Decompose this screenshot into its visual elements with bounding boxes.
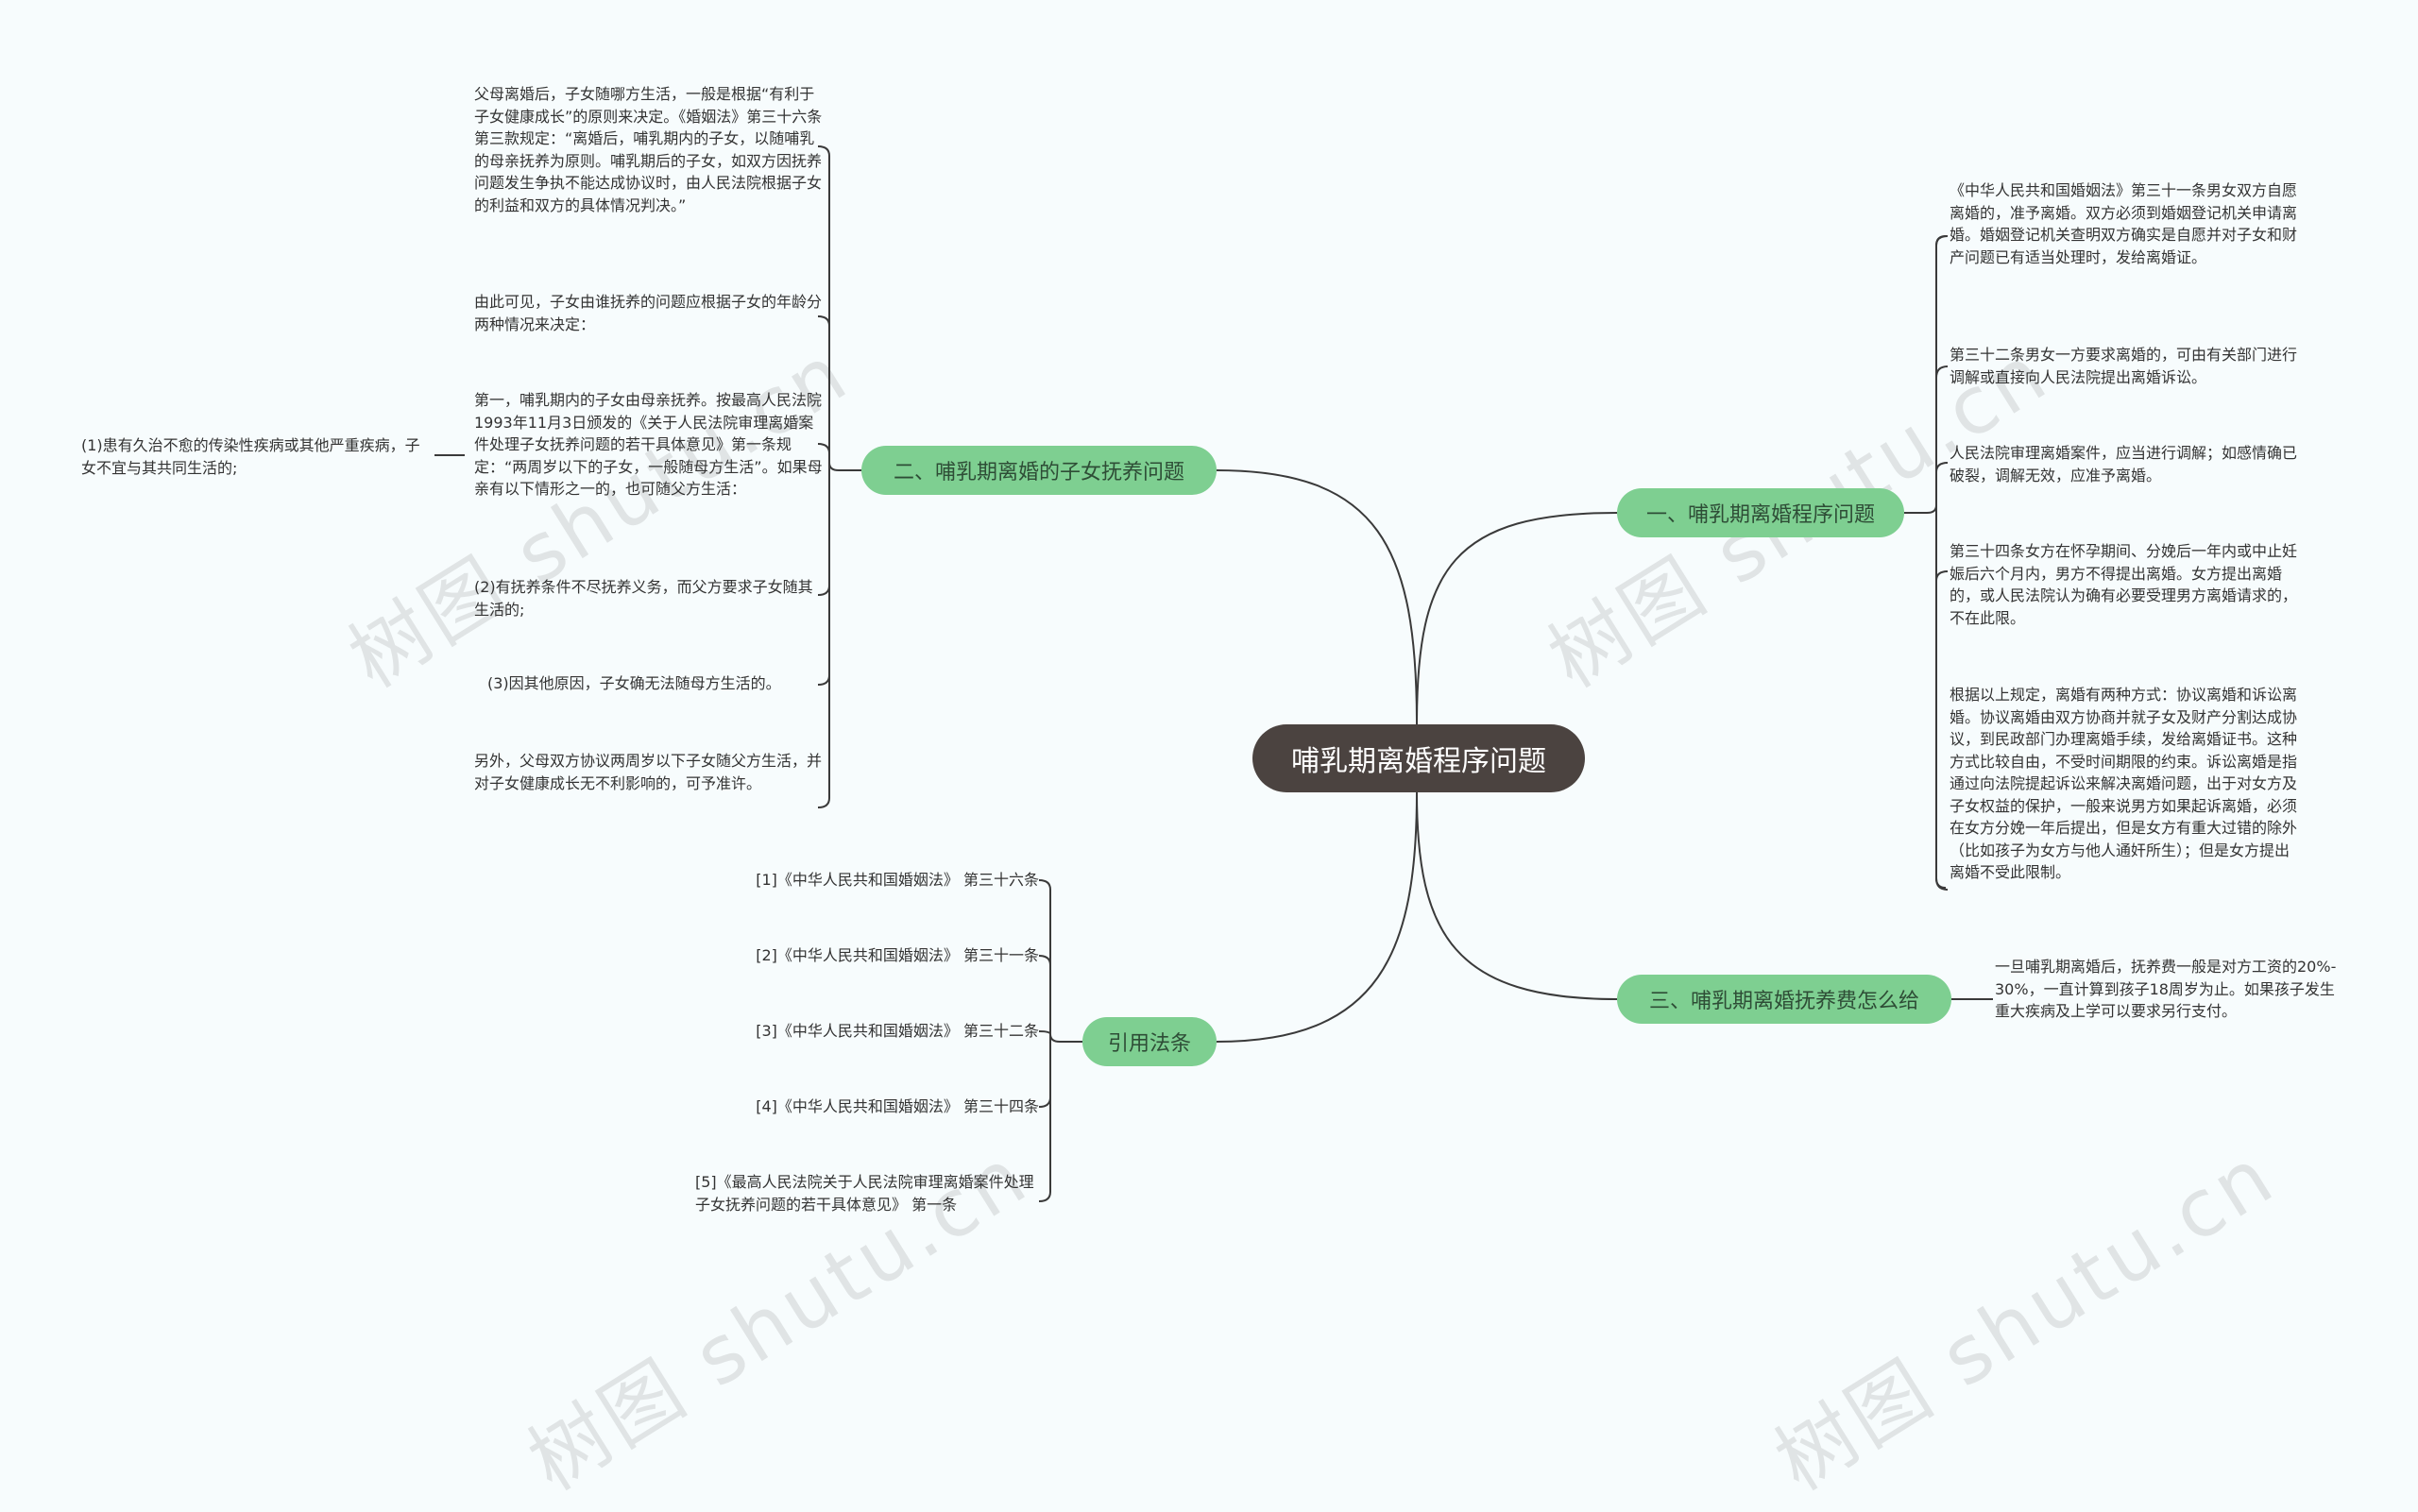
leaf-custody-2: 由此可见，子女由谁抚养的问题应根据子女的年龄分两种情况来决定： bbox=[474, 293, 823, 333]
leaf-procedure-2: 第三十二条男女一方要求离婚的，可由有关部门进行调解或直接向人民法院提出离婚诉讼。 bbox=[1950, 346, 2298, 386]
root-topic[interactable]: 哺乳期离婚程序问题 bbox=[1252, 724, 1585, 792]
leaf-custody-6: 另外，父母双方协议两周岁以下子女随父方生活，并对子女健康成长无不利影响的，可予准… bbox=[474, 752, 823, 792]
leaf-law-4: [4]《中华人民共和国婚姻法》 第三十四条 bbox=[756, 1097, 1039, 1115]
leaf-law-5: [5]《最高人民法院关于人民法院审理离婚案件处理子女抚养问题的若干具体意见》 第… bbox=[695, 1173, 1034, 1214]
connector-b2-l1 bbox=[828, 462, 840, 471]
connector-root-b3 bbox=[1416, 791, 1618, 1000]
connector-root-b2 bbox=[1216, 469, 1418, 725]
leaf-custody-4: (2)有抚养条件不尽抚养义务，而父方要求子女随其生活的; bbox=[474, 578, 813, 619]
mindmap-connectors bbox=[434, 145, 1993, 1202]
leaf-support-1: 一旦哺乳期离婚后，抚养费一般是对方工资的20%-30%，一直计算到孩子18周岁为… bbox=[1995, 958, 2337, 1020]
branch-child-support[interactable]: 三、哺乳期离婚抚养费怎么给 bbox=[1617, 975, 1951, 1024]
leaf-custody-1: 父母离婚后，子女随哪方生活，一般是根据“有利于子女健康成长”的原则来决定。《婚姻… bbox=[474, 85, 823, 214]
connector-b1-spine bbox=[1935, 235, 1947, 889]
connector-b4-l3 bbox=[1038, 1030, 1051, 1035]
connector-b1-l5 bbox=[1935, 877, 1949, 891]
leaf-law-3: [3]《中华人民共和国婚姻法》 第三十二条 bbox=[756, 1022, 1039, 1040]
connector-b2-l5 bbox=[817, 674, 830, 686]
branch-procedure[interactable]: 一、哺乳期离婚程序问题 bbox=[1617, 488, 1904, 537]
connector-b4-l4 bbox=[1038, 1096, 1051, 1108]
connector-b4-spine bbox=[1038, 879, 1051, 1202]
leaf-custody-sub-1: (1)患有久治不愈的传染性疾病或其他严重疾病，子女不宜与其共同生活的; bbox=[81, 436, 420, 477]
connector-root-b4 bbox=[1216, 791, 1418, 1043]
connector-b2-l2 bbox=[817, 315, 830, 327]
connector-b1-l2 bbox=[1935, 365, 1949, 379]
leaf-procedure-5: 根据以上规定，离婚有两种方式：协议离婚和诉讼离婚。协议离婚由双方协商并就子女及财… bbox=[1950, 686, 2298, 881]
connector-b2-l4 bbox=[817, 585, 830, 596]
branch-cited-laws[interactable]: 引用法条 bbox=[1082, 1017, 1217, 1066]
branch-child-custody[interactable]: 二、哺乳期离婚的子女抚养问题 bbox=[861, 446, 1217, 495]
leaf-procedure-3: 人民法院审理离婚案件，应当进行调解；如感情确已破裂，调解无效，应准予离婚。 bbox=[1950, 444, 2298, 484]
connector-b4-l1 bbox=[1049, 1033, 1061, 1043]
connector-b2-spine bbox=[817, 145, 830, 808]
connector-root-b1 bbox=[1416, 512, 1618, 725]
connector-b1-l4 bbox=[1935, 570, 1949, 582]
connector-b4-l2 bbox=[1038, 955, 1051, 966]
leaf-procedure-4: 第三十四条女方在怀孕期间、分娩后一年内或中止妊娠后六个月内，男方不得提出离婚。女… bbox=[1950, 542, 2298, 627]
connector-b1-l3 bbox=[1935, 462, 1949, 473]
leaf-custody-5: (3)因其他原因，子女确无法随母方生活的。 bbox=[487, 674, 781, 692]
connector-b2-l3 bbox=[817, 443, 830, 454]
leaf-law-1: [1]《中华人民共和国婚姻法》 第三十六条 bbox=[756, 871, 1039, 889]
leaf-law-2: [2]《中华人民共和国婚姻法》 第三十一条 bbox=[756, 946, 1039, 964]
leaf-custody-3: 第一，哺乳期内的子女由母亲抚养。按最高人民法院1993年11月3日颁发的《关于人… bbox=[474, 391, 823, 498]
leaf-procedure-1: 《中华人民共和国婚姻法》第三十一条男女双方自愿离婚的，准予离婚。双方必须到婚姻登… bbox=[1950, 181, 2298, 266]
